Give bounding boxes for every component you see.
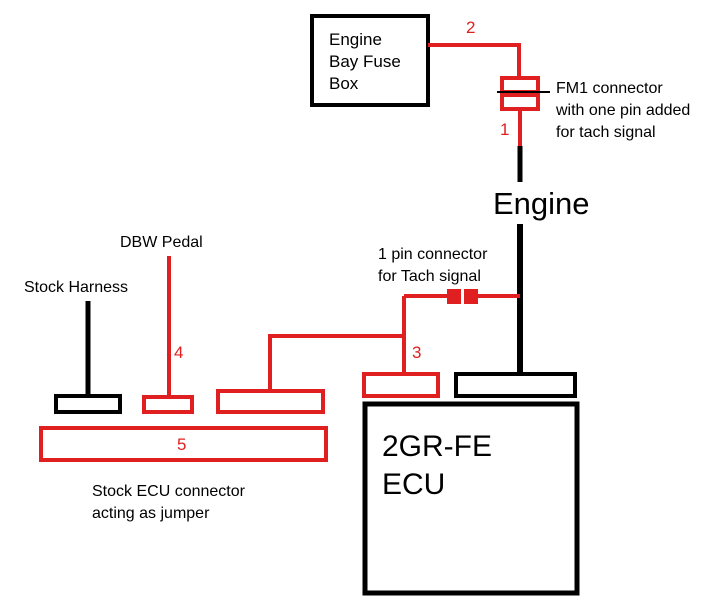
tach-connector-label-line2: for Tach signal	[378, 268, 481, 285]
dbw-pedal-label: DBW Pedal	[120, 234, 203, 251]
jumper-plug-large	[216, 389, 325, 414]
wire-number-2: 2	[466, 18, 475, 37]
fm1-connector-top	[500, 76, 540, 94]
wire-3-branch	[268, 334, 404, 391]
engine-harness-plug	[454, 372, 577, 398]
dbw-pedal-plug	[142, 395, 194, 414]
wire-number-4: 4	[174, 343, 183, 362]
ecu-label-line2: ECU	[382, 468, 445, 501]
stock-harness-label: Stock Harness	[24, 279, 128, 296]
stock-harness-plug	[54, 394, 122, 414]
tach-connector-right	[464, 289, 478, 304]
stock-ecu-connector-label-line1: Stock ECU connector	[92, 483, 246, 500]
fm1-label-line3: for tach signal	[556, 124, 656, 141]
ecu-tach-plug	[362, 372, 440, 398]
ecu-box	[362, 401, 580, 596]
wire-2	[428, 43, 521, 78]
fuse-box-label-line3: Box	[329, 74, 359, 93]
stock-ecu-connector-label-line2: acting as jumper	[92, 505, 210, 522]
fuse-box-label-line2: Bay Fuse	[329, 52, 401, 71]
fuse-box-label-line1: Engine	[329, 30, 382, 49]
wire-number-1: 1	[500, 120, 509, 139]
fm1-label-line2: with one pin added	[555, 102, 690, 119]
wire-number-3: 3	[412, 343, 421, 362]
tach-connector-label-line1: 1 pin connector	[378, 246, 488, 263]
tach-connector-left	[447, 289, 461, 304]
engine-label: Engine	[493, 186, 590, 221]
fuse-box	[310, 14, 430, 107]
wire-number-5: 5	[177, 435, 186, 454]
fm1-connector-bottom	[500, 93, 540, 111]
stock-ecu-connector-jumper	[39, 426, 328, 462]
ecu-label-line1: 2GR-FE	[382, 430, 492, 463]
fm1-label-line1: FM1 connector	[556, 80, 663, 97]
